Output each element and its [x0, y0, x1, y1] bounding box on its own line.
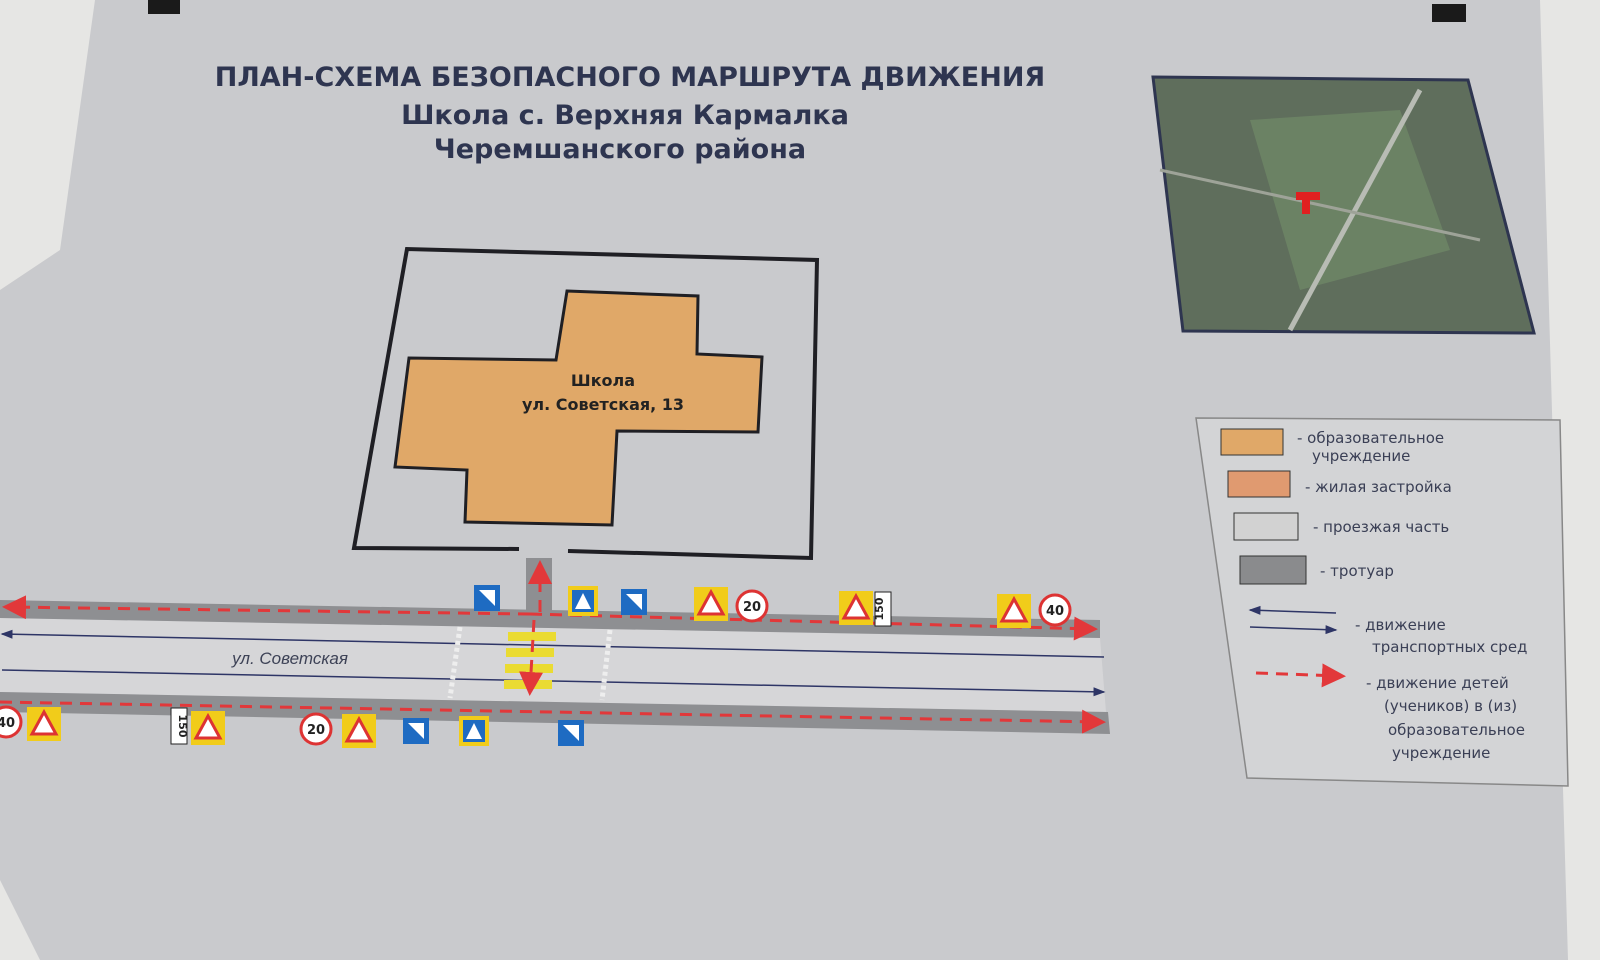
pedestrian-crossing-sign-icon [403, 718, 429, 744]
poster-subtitle: Школа с. Верхняя Кармалка [401, 100, 849, 131]
legend-label: - движение детей [1366, 674, 1509, 692]
distance-plate-150: 150 [170, 707, 189, 745]
traffic-direction-west [0, 629, 1105, 658]
legend-label: - образовательное [1297, 429, 1444, 447]
svg-text:40: 40 [0, 716, 15, 731]
legend-traffic-arrow-icon [1248, 605, 1337, 615]
speed-limit-sign-40: 40 [1038, 593, 1072, 627]
binder-clip [1432, 4, 1466, 22]
binder-clip [148, 0, 180, 14]
svg-text:150: 150 [873, 597, 886, 620]
legend-swatch-residential [1227, 470, 1291, 498]
school-location-marker-icon [1296, 192, 1320, 214]
school-grounds-boundary [351, 246, 820, 561]
children-warning-sign-icon [837, 589, 875, 627]
legend-label: (учеников) в (из) [1384, 697, 1517, 715]
svg-text:40: 40 [1046, 604, 1064, 619]
street-name-label: ул. Советская [231, 649, 348, 668]
children-warning-sign-icon [189, 709, 227, 747]
legend-label: - жилая застройка [1305, 478, 1452, 496]
legend-swatch-roadway [1233, 512, 1299, 541]
speed-limit-sign-20: 20 [299, 712, 333, 746]
satellite-inset-map [1151, 75, 1536, 335]
legend-label: образовательное [1388, 721, 1525, 739]
legend-swatch-sidewalk [1239, 555, 1307, 585]
school-address: ул. Советская, 13 [522, 395, 684, 414]
legend-traffic-arrow-icon [1249, 625, 1338, 635]
svg-text:20: 20 [743, 600, 761, 615]
speed-limit-sign-20: 20 [735, 589, 769, 623]
sidewalk-south [0, 692, 1110, 734]
warning-sign-icon [692, 585, 730, 623]
speed-limit-sign-40: 40 [0, 705, 23, 739]
pedestrian-crossing-sign-icon [459, 716, 489, 746]
legend-label: - движение [1355, 616, 1446, 634]
legend-label: - тротуар [1320, 562, 1394, 580]
distance-plate-150: 150 [873, 591, 892, 627]
legend-label: учреждение [1312, 447, 1410, 465]
traffic-direction-east [1, 669, 1106, 697]
school-name: Школа [571, 371, 635, 390]
pedestrian-crossing-sign-icon [558, 720, 584, 746]
school-building [393, 289, 764, 527]
legend-label: - проезжая часть [1313, 518, 1449, 536]
pedestrian-crossing-sign-icon [474, 585, 500, 611]
street-sovetskaya: ул. Советская [0, 558, 1110, 734]
poster-subtitle-district: Черемшанского района [434, 134, 806, 165]
legend-label: учреждение [1392, 744, 1490, 762]
legend-swatch-education [1220, 428, 1284, 456]
legend: - образовательное учреждение - жилая зас… [1195, 417, 1569, 787]
pedestrian-crossing-sign-icon [621, 589, 647, 615]
warning-sign-icon [340, 712, 378, 750]
svg-text:150: 150 [176, 715, 189, 738]
children-warning-sign-icon [995, 592, 1033, 630]
legend-children-route-arrow-icon [1255, 663, 1346, 688]
svg-text:20: 20 [307, 723, 325, 738]
children-warning-sign-icon [25, 705, 63, 743]
legend-label: транспортных сред [1372, 638, 1527, 656]
poster-title: ПЛАН-СХЕМА БЕЗОПАСНОГО МАРШРУТА ДВИЖЕНИЯ [215, 62, 1045, 93]
pedestrian-crossing-sign-icon [568, 586, 598, 616]
